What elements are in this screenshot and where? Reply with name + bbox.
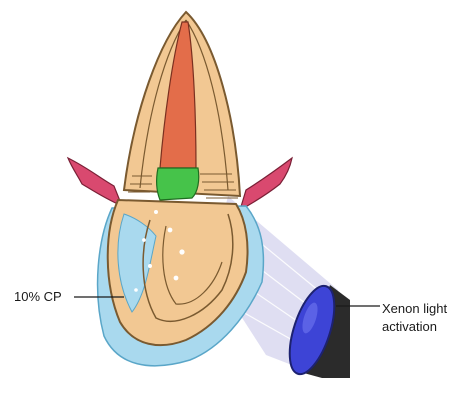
gingiva-right	[240, 158, 292, 210]
xenon-light-label-line1: Xenon light	[382, 300, 447, 318]
xenon-light-label: Xenon light activation	[382, 300, 447, 336]
gingiva-left	[68, 158, 122, 206]
bleaching-agent-label: 10% CP	[14, 288, 62, 306]
restoration	[157, 168, 199, 200]
xenon-light-label-line2: activation	[382, 318, 447, 336]
